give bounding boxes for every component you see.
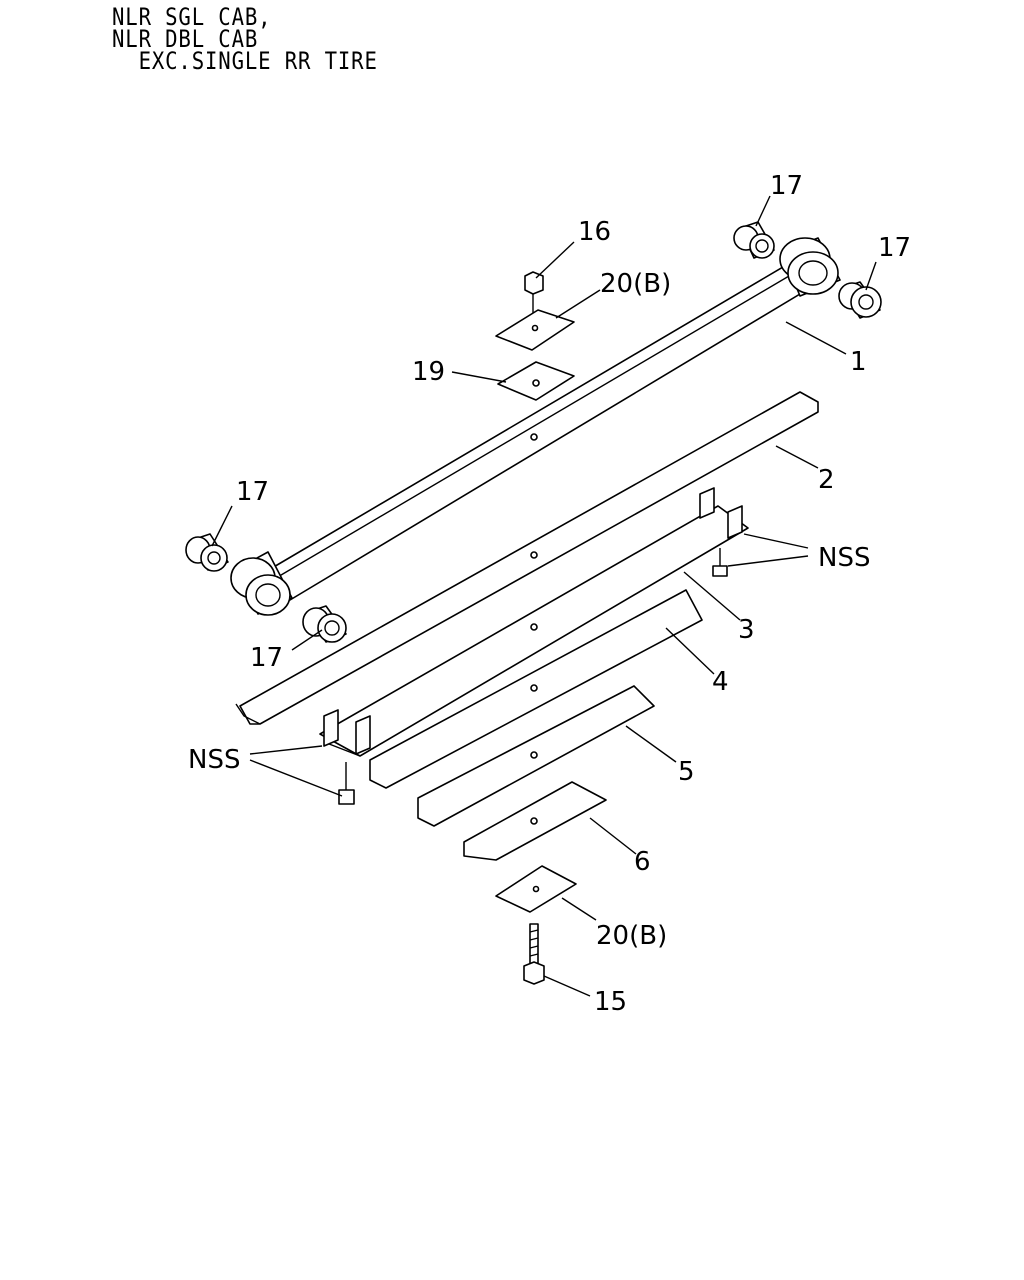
nss-bolt-right [712, 548, 728, 577]
rebound-clip-right [699, 487, 715, 519]
callout-20b-top: 20(B) [600, 269, 671, 299]
callout-17-left: 17 [236, 477, 269, 507]
header-line-3: EXC.SINGLE RR TIRE [112, 47, 378, 75]
bushing-17-left [185, 533, 229, 572]
callout-15: 15 [594, 987, 627, 1017]
diagram-header: NLR SGL CAB, NLR DBL CAB EXC.SINGLE RR T… [112, 3, 378, 75]
leaf-5 [417, 685, 655, 827]
center-bolt-15 [523, 923, 545, 985]
callout-4: 4 [712, 667, 729, 697]
callout-5: 5 [678, 757, 695, 787]
callout-16: 16 [578, 217, 611, 247]
leaf-eye-right [779, 237, 841, 297]
nss-bolt-left [338, 762, 355, 805]
callout-17-right: 17 [878, 233, 911, 263]
leader-lines [211, 195, 877, 997]
bushing-17-top [733, 221, 775, 259]
callout-17-bottom: 17 [250, 643, 283, 673]
bushing-17-right [838, 281, 882, 319]
leaf-4 [369, 589, 703, 789]
callout-19: 19 [412, 357, 445, 387]
callout-nss-left: NSS [188, 745, 240, 775]
callout-nss-right: NSS [818, 543, 870, 573]
bushing-17-bottom [302, 605, 347, 643]
rebound-clip-left [323, 709, 339, 747]
callout-6: 6 [634, 847, 651, 877]
leaf-eye-left [230, 551, 293, 616]
header-line-1: NLR SGL CAB, [112, 3, 272, 31]
header-line-2: NLR DBL CAB [112, 25, 259, 53]
leaf-6 [463, 781, 607, 861]
callout-3: 3 [738, 615, 755, 645]
leaf-3 [319, 487, 749, 757]
callout-20b-bottom: 20(B) [596, 921, 667, 951]
callout-17-top: 17 [770, 171, 803, 201]
callout-1: 1 [850, 347, 867, 377]
leaf-2 [235, 391, 819, 725]
callout-2: 2 [818, 465, 835, 495]
